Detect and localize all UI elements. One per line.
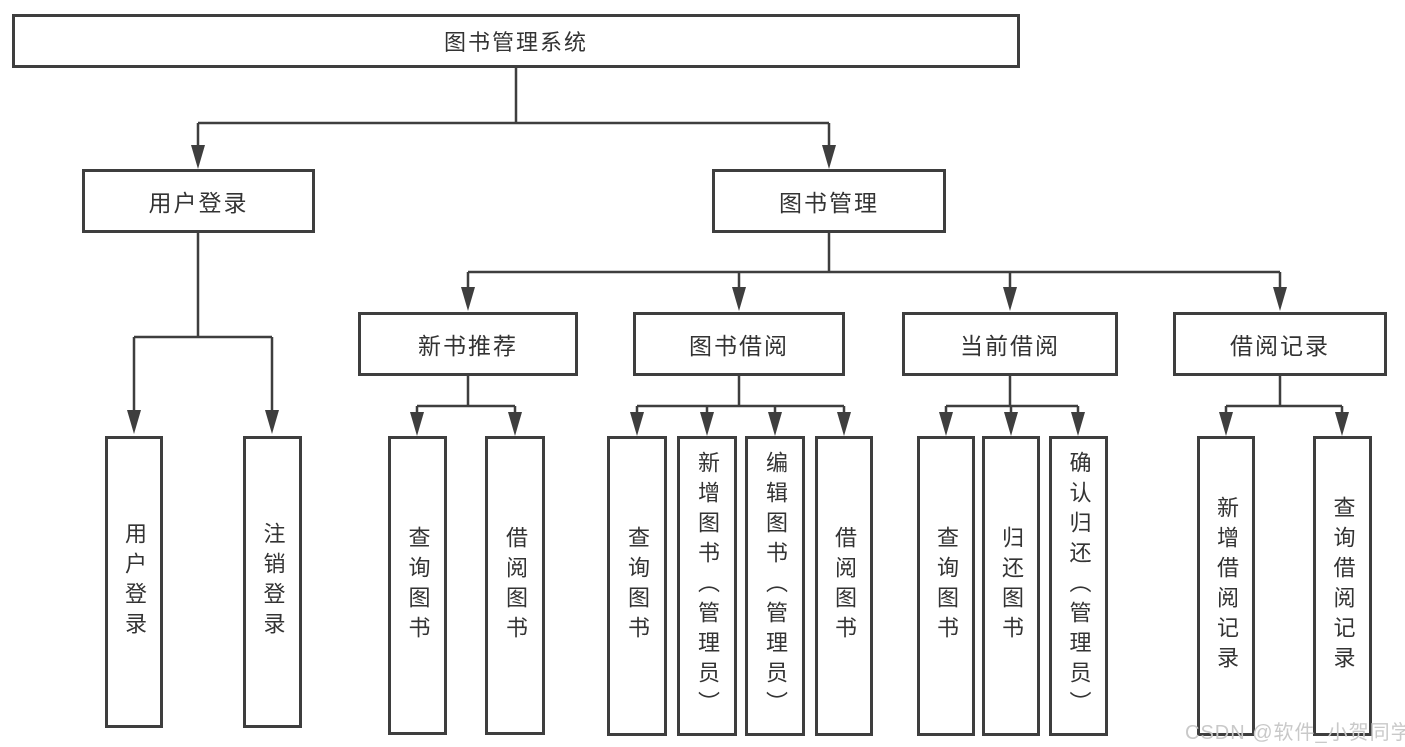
leaf-user-login-label: 用户登录 — [122, 522, 147, 642]
node-root-system: 图书管理系统 — [12, 14, 1020, 68]
node-user-login: 用户登录 — [82, 169, 315, 233]
node-borrowing-records-label: 借阅记录 — [1230, 333, 1330, 359]
node-current-borrowing-label: 当前借阅 — [960, 333, 1060, 359]
connector-root-split — [191, 68, 836, 169]
connector-newbooks-split — [410, 376, 522, 436]
leaf-borrowing-add-books-admin: 新增图书（管理员） — [677, 436, 737, 736]
leaf-current-query-books: 查询图书 — [917, 436, 975, 736]
leaf-newbooks-borrow-books: 借阅图书 — [485, 436, 545, 735]
node-book-management-label: 图书管理 — [779, 190, 879, 216]
leaf-current-query-books-label: 查询图书 — [934, 526, 959, 646]
leaf-user-login: 用户登录 — [105, 436, 163, 728]
leaf-borrowing-query-books-label: 查询图书 — [625, 526, 650, 646]
leaf-logout: 注销登录 — [243, 436, 302, 728]
leaf-records-query-record-label: 查询借阅记录 — [1330, 496, 1356, 676]
leaf-current-return-books-label: 归还图书 — [999, 526, 1024, 646]
leaf-newbooks-query-books: 查询图书 — [388, 436, 447, 735]
connector-borrow-split — [630, 376, 851, 436]
leaf-records-query-record: 查询借阅记录 — [1313, 436, 1372, 736]
leaf-borrowing-edit-books-admin-label: 编辑图书（管理员） — [763, 451, 788, 721]
csdn-watermark: CSDN @软件_小贺同学 — [1185, 722, 1405, 744]
leaf-records-add-record: 新增借阅记录 — [1197, 436, 1255, 736]
node-book-borrowing: 图书借阅 — [633, 312, 845, 376]
node-root-system-label: 图书管理系统 — [443, 30, 588, 55]
node-book-borrowing-label: 图书借阅 — [689, 333, 789, 359]
node-new-book-recommend-label: 新书推荐 — [418, 333, 518, 359]
leaf-borrowing-add-books-admin-label: 新增图书（管理员） — [695, 451, 720, 721]
leaf-logout-label: 注销登录 — [260, 522, 286, 642]
node-user-login-label: 用户登录 — [148, 190, 249, 216]
leaf-records-add-record-label: 新增借阅记录 — [1214, 496, 1239, 676]
leaf-borrowing-borrow-books-label: 借阅图书 — [832, 526, 857, 646]
leaf-current-confirm-return-admin: 确认归还（管理员） — [1049, 436, 1108, 736]
node-current-borrowing: 当前借阅 — [902, 312, 1118, 376]
connector-userlogin-split — [127, 233, 279, 434]
connector-bookmgmt-split — [461, 233, 1287, 311]
node-book-management: 图书管理 — [712, 169, 946, 233]
leaf-borrowing-query-books: 查询图书 — [607, 436, 667, 736]
connector-current-split — [939, 376, 1085, 436]
node-borrowing-records: 借阅记录 — [1173, 312, 1387, 376]
leaf-newbooks-query-books-label: 查询图书 — [405, 525, 431, 646]
leaf-borrowing-edit-books-admin: 编辑图书（管理员） — [745, 436, 805, 736]
leaf-borrowing-borrow-books: 借阅图书 — [815, 436, 873, 736]
leaf-current-return-books: 归还图书 — [982, 436, 1040, 736]
leaf-newbooks-borrow-books-label: 借阅图书 — [503, 525, 528, 646]
connector-records-split — [1219, 376, 1349, 436]
leaf-current-confirm-return-admin-label: 确认归还（管理员） — [1066, 451, 1092, 721]
node-new-book-recommend: 新书推荐 — [358, 312, 578, 376]
